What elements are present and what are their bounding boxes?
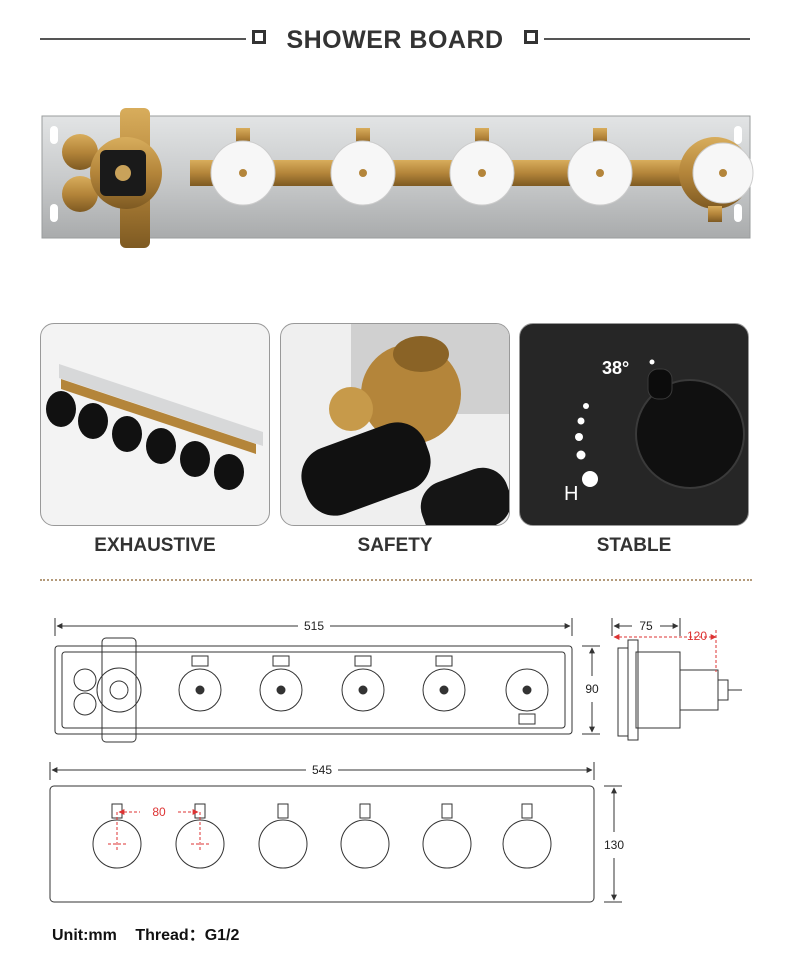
thumb-safety [280,323,510,526]
dim-side-depth-total: 120 [687,629,707,643]
caption-exhaustive: EXHAUSTIVE [94,535,216,556]
header-rule-left [40,38,246,40]
dial-temperature: 38° [602,358,629,378]
header-square-left [252,30,266,44]
dim-spacing: 80 [152,805,166,819]
caption-safety: SAFETY [357,535,433,556]
units-note: Unit:mm Thread：G1/2 [52,921,253,945]
thumb-stable: 38° H [519,323,749,526]
thread-label: Thread：G1/2 [135,927,240,944]
dim-board-length: 515 [304,619,324,633]
header-rule-right [544,38,750,40]
dim-board-height: 90 [585,682,599,696]
dim-side-depth: 75 [639,619,653,633]
header: SHOWER BOARD [40,22,750,56]
dim-panel-length: 545 [312,763,332,777]
shower-board-image [41,108,754,248]
unit-label: Unit:mm [52,927,117,944]
section-divider [40,579,752,581]
dim-panel-height: 130 [604,838,624,852]
dial-hot-letter: H [564,483,578,505]
page-title: SHOWER BOARD [286,26,504,54]
technical-drawing: 515 90 75 120 545 130 80 [49,618,742,903]
caption-stable: STABLE [596,535,672,556]
header-square-right [524,30,538,44]
thumb-exhaustive [40,323,270,526]
